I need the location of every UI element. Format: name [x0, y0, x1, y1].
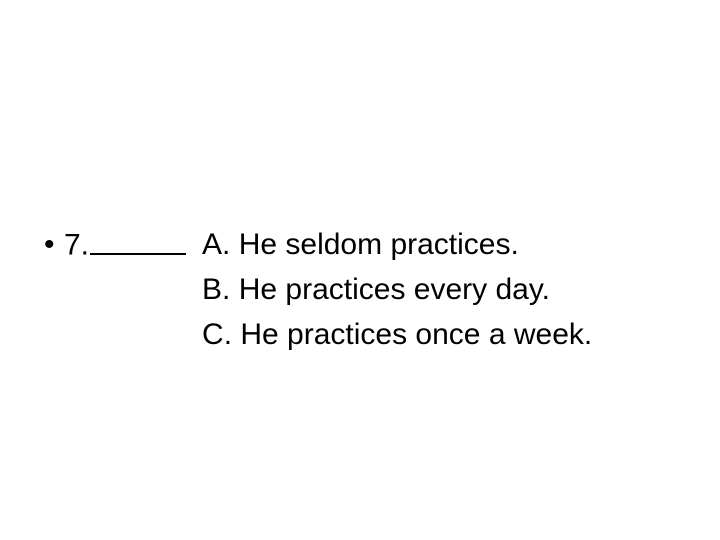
answer-options-list: A. He seldom practices. B. He practices …	[202, 222, 592, 357]
bullet-icon: •	[44, 228, 55, 261]
question-number: 7.	[64, 228, 90, 262]
question-body: 7. A. He seldom practices. B. He practic…	[64, 222, 592, 357]
answer-option-b[interactable]: B. He practices every day.	[202, 273, 550, 306]
question-stem: 7.	[64, 222, 187, 268]
answer-option-c[interactable]: C. He practices once a week.	[202, 318, 593, 351]
answer-option-a[interactable]: A. He seldom practices.	[202, 228, 519, 261]
answer-blank[interactable]	[90, 222, 187, 255]
question-list-item: • 7. A. He seldom practices. B. He pract…	[40, 222, 592, 357]
